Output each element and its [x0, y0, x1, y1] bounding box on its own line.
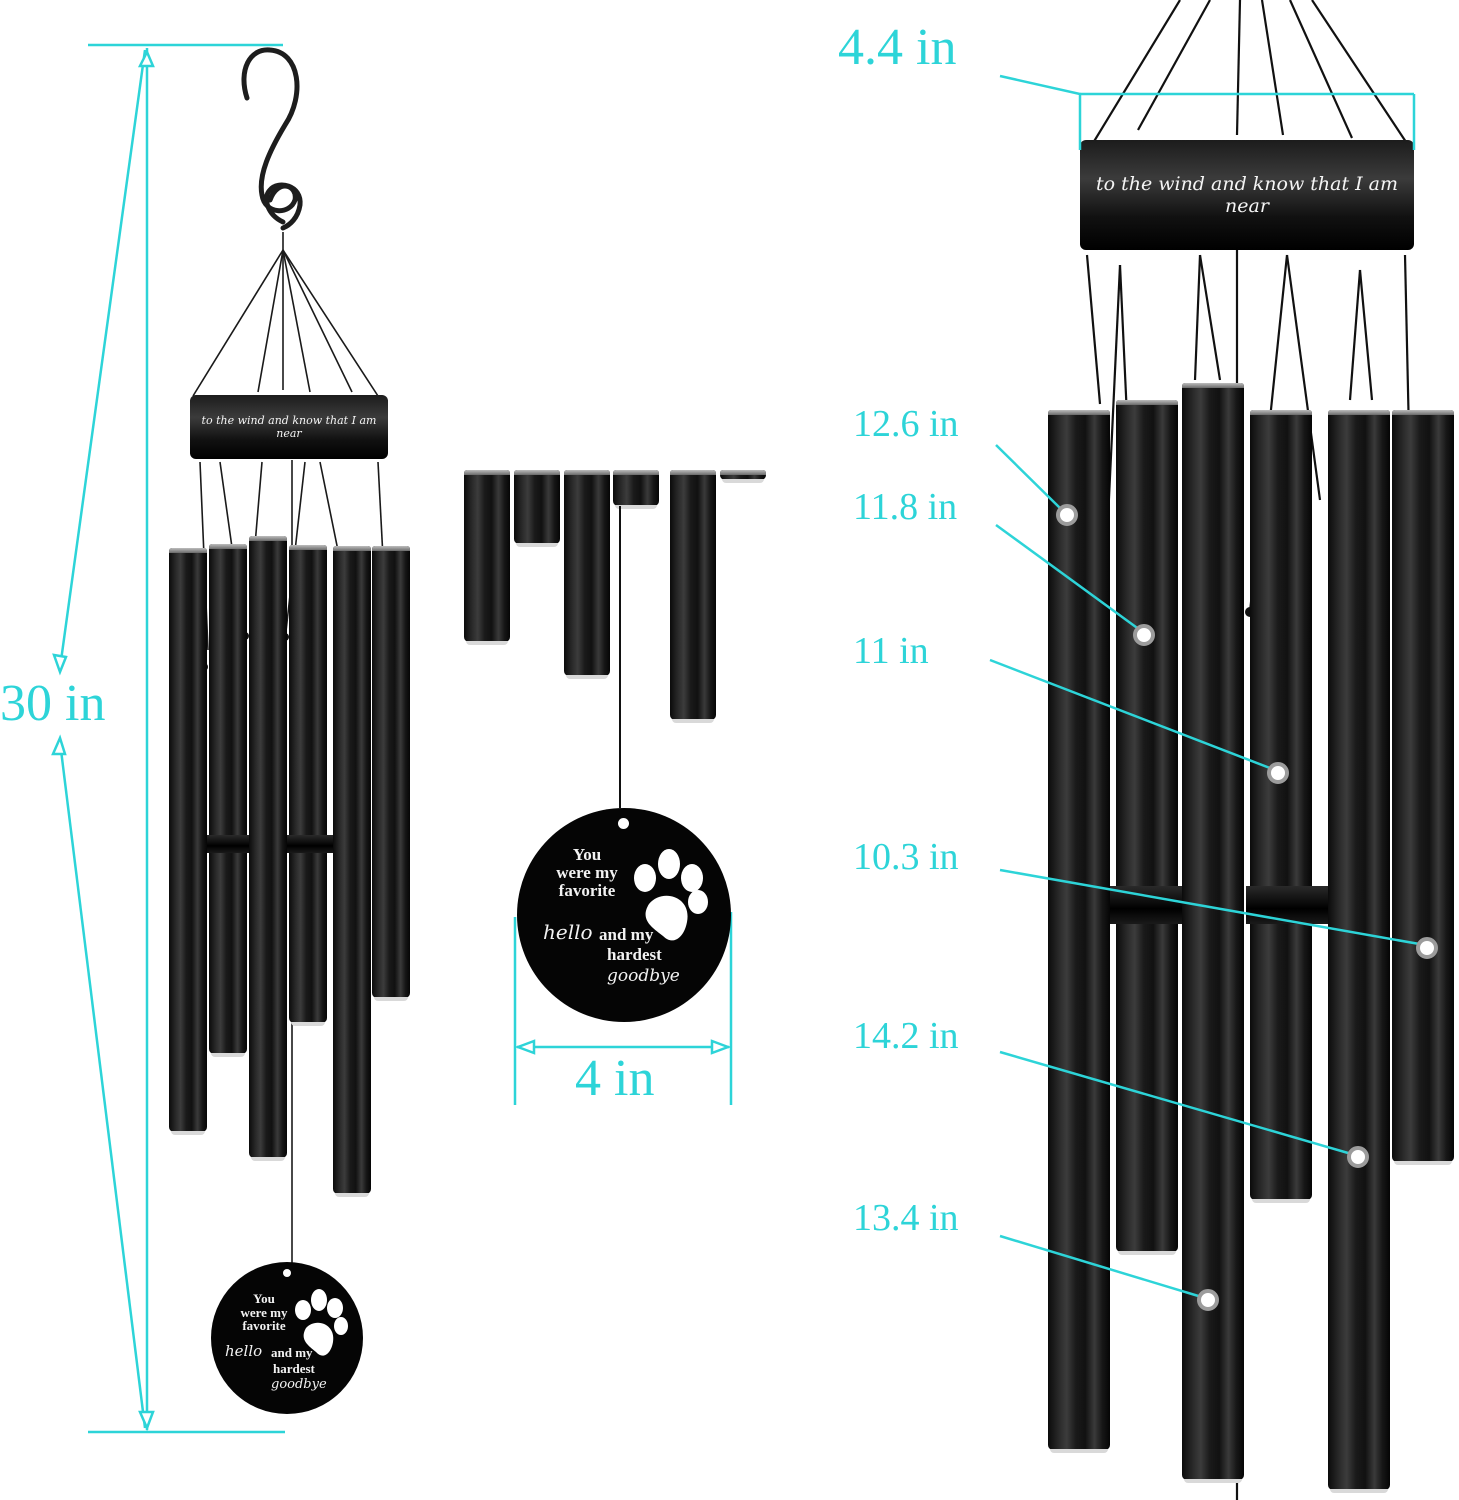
- memorial-pendant: You were my favorite hello and my hardes…: [211, 1262, 363, 1414]
- tube-length-label: 11 in: [853, 630, 929, 672]
- chime-tube: [372, 546, 410, 1001]
- measure-point-marker: [1416, 937, 1438, 959]
- chime-tube: [464, 470, 510, 645]
- pendant-goodbye: goodbye: [607, 966, 680, 986]
- memorial-pendant-large: You were my favorite hello and my hardes…: [517, 808, 731, 1022]
- chime-tube: [670, 470, 716, 723]
- pendant-goodbye: goodbye: [271, 1377, 327, 1392]
- pendant-line: You: [572, 845, 602, 864]
- measure-point-marker: [1056, 504, 1078, 526]
- chime-tube: [289, 545, 327, 1026]
- band-engraving: to the wind and know that I am near: [201, 414, 377, 440]
- pendant-line: and my: [599, 925, 654, 944]
- chime-tube: [249, 536, 287, 1161]
- measure-point-marker: [1267, 762, 1289, 784]
- measure-point-marker: [1347, 1146, 1369, 1168]
- engraved-band-closeup: to the wind and know that I am near: [1080, 140, 1414, 250]
- overall-height-label: 30 in: [0, 675, 106, 732]
- band-diameter-label: 4.4 in: [838, 19, 957, 76]
- band-engraving: to the wind and know that I am near: [1095, 173, 1399, 217]
- chime-tube: [209, 544, 247, 1057]
- tube-length-label: 11.8 in: [853, 486, 958, 528]
- chime-tube: [720, 470, 766, 483]
- tube-spacer: [287, 835, 333, 853]
- paw-print-icon: [295, 1289, 348, 1356]
- chime-tube: [613, 470, 659, 509]
- pendant-line: hardest: [607, 945, 662, 964]
- tube-spacer: [1246, 886, 1328, 924]
- pendant-diameter-label: 4 in: [575, 1050, 655, 1107]
- pendant-hello: hello: [543, 920, 593, 944]
- tube-spacer: [207, 835, 249, 853]
- engraved-band: to the wind and know that I am near: [190, 395, 388, 459]
- chime-tube: [333, 546, 371, 1197]
- chime-tube: [1048, 410, 1110, 1453]
- pendant-hole: [618, 818, 629, 829]
- measure-point-marker: [1133, 624, 1155, 646]
- tube-length-label: 13.4 in: [853, 1197, 959, 1239]
- pendant-line: favorite: [242, 1318, 286, 1334]
- chime-tube: [1250, 410, 1312, 1203]
- pendant-line: hardest: [273, 1361, 315, 1376]
- chime-tube: [1392, 410, 1454, 1165]
- tube-length-label: 10.3 in: [853, 836, 959, 878]
- pendant-line: and my: [271, 1345, 313, 1360]
- pendant-line: favorite: [558, 880, 616, 900]
- pendant-hello: hello: [225, 1342, 263, 1360]
- pendant-line: You: [253, 1291, 275, 1306]
- chime-tube: [1328, 410, 1390, 1493]
- tube-length-label: 12.6 in: [853, 403, 959, 445]
- tube-length-label: 14.2 in: [853, 1015, 959, 1057]
- chime-tube: [514, 470, 560, 547]
- measure-point-marker: [1197, 1289, 1219, 1311]
- pendant-hole: [283, 1269, 291, 1277]
- pendant-line: were my: [240, 1304, 288, 1320]
- chime-tube: [169, 548, 207, 1135]
- pendant-line: were my: [556, 862, 618, 882]
- chime-tube: [1116, 400, 1178, 1255]
- paw-print-icon: [634, 849, 708, 941]
- chime-tube: [564, 470, 610, 679]
